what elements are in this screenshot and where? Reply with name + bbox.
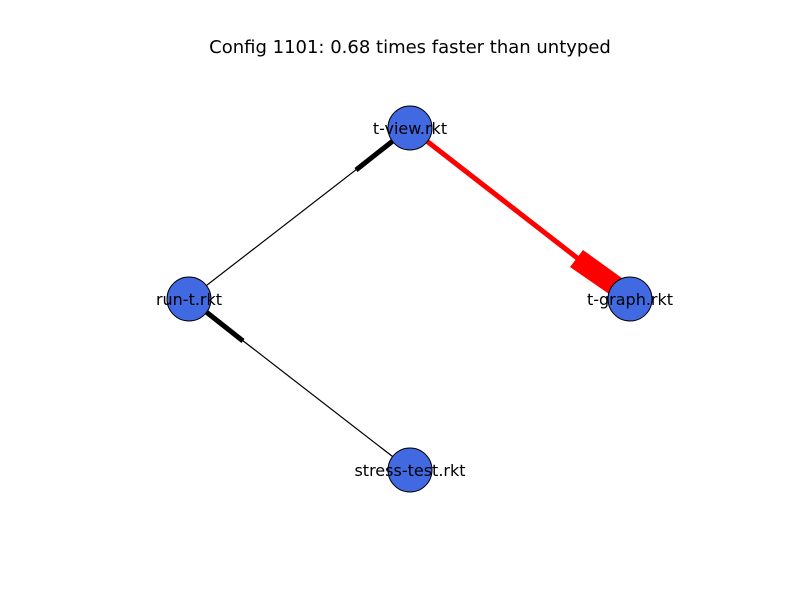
node-circle [607, 276, 653, 322]
node-run-t: run-t.rkt [156, 276, 222, 322]
edge-t-view-to-t-graph [408, 126, 632, 301]
node-stress-test: stress-test.rkt [354, 447, 466, 493]
node-circle [387, 105, 433, 151]
edge-arrowhead-highlight [570, 250, 626, 296]
node-label: t-view.rkt [373, 119, 447, 138]
node-t-view: t-view.rkt [373, 105, 447, 151]
node-circle [166, 276, 212, 322]
diagram-title: Config 1101: 0.68 times faster than unty… [209, 37, 611, 58]
edge-run-t-to-t-view [188, 127, 411, 300]
node-label: stress-test.rkt [354, 461, 465, 480]
node-circle [387, 447, 433, 493]
node-t-graph: t-graph.rkt [587, 276, 673, 322]
edge-arrowhead [354, 138, 396, 172]
edge-arrowhead [203, 309, 245, 343]
node-label: t-graph.rkt [587, 290, 673, 309]
edge-stress-test-to-run-t [188, 298, 411, 471]
node-label: run-t.rkt [156, 290, 222, 309]
